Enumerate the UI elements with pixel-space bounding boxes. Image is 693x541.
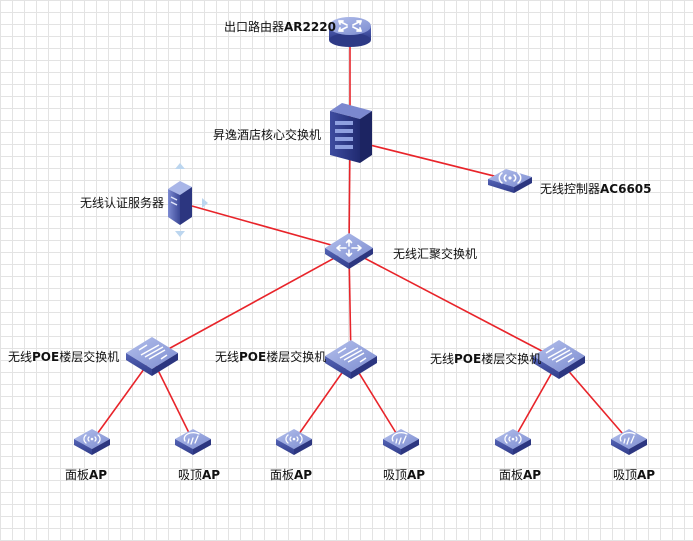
panel-ap-icon[interactable]: [276, 429, 312, 455]
link-auth-server-to-aggregation: [191, 205, 350, 251]
controller-label: 无线控制器AC6605: [540, 182, 652, 196]
core-switch-icon[interactable]: [330, 103, 372, 163]
server-icon[interactable]: [168, 163, 208, 237]
aggregation-switch-label: 无线汇聚交换机: [393, 247, 478, 261]
router-label: 出口路由器AR2220: [224, 20, 336, 34]
panel-ap-icon[interactable]: [495, 429, 531, 455]
link-core-to-controller: [349, 139, 511, 181]
poe-switch-mid-label: 无线POE楼层交换机: [215, 350, 327, 364]
poe-switch-left-label: 无线POE楼层交换机: [8, 350, 120, 364]
link-poe-left-to-ap-ceiling-1: [151, 357, 194, 442]
link-poe-left-to-ap-panel-1: [91, 357, 153, 442]
link-poe-mid-to-ap-panel-2: [293, 359, 352, 442]
ap-panel-3-label: 面板AP: [499, 468, 542, 482]
core-switch-label: 昇逸酒店核心交换机: [213, 128, 322, 142]
ap-ceiling-3-label: 吸顶AP: [613, 468, 656, 482]
poe-switch-icon[interactable]: [325, 340, 377, 379]
link-aggregation-to-poe-left: [151, 249, 350, 359]
ceiling-ap-icon[interactable]: [383, 429, 419, 455]
ap-panel-1-label: 面板AP: [65, 468, 108, 482]
poe-switch-icon[interactable]: [533, 340, 585, 379]
ceiling-ap-icon[interactable]: [611, 429, 647, 455]
ap-ceiling-1-label: 吸顶AP: [178, 468, 221, 482]
link-poe-right-to-ap-ceiling-3: [558, 359, 630, 442]
ap-panel-2-label: 面板AP: [270, 468, 313, 482]
poe-switch-icon[interactable]: [126, 337, 178, 376]
panel-ap-icon[interactable]: [74, 429, 110, 455]
link-aggregation-to-poe-right: [348, 249, 560, 361]
ceiling-ap-icon[interactable]: [175, 429, 211, 455]
auth-server-label: 无线认证服务器: [80, 196, 165, 210]
aggregation-switch-icon[interactable]: [325, 233, 373, 269]
ap-ceiling-2-label: 吸顶AP: [383, 468, 426, 482]
wireless-controller-icon[interactable]: [488, 169, 532, 193]
router-icon[interactable]: [329, 17, 371, 47]
poe-switch-right-label: 无线POE楼层交换机: [430, 352, 542, 366]
